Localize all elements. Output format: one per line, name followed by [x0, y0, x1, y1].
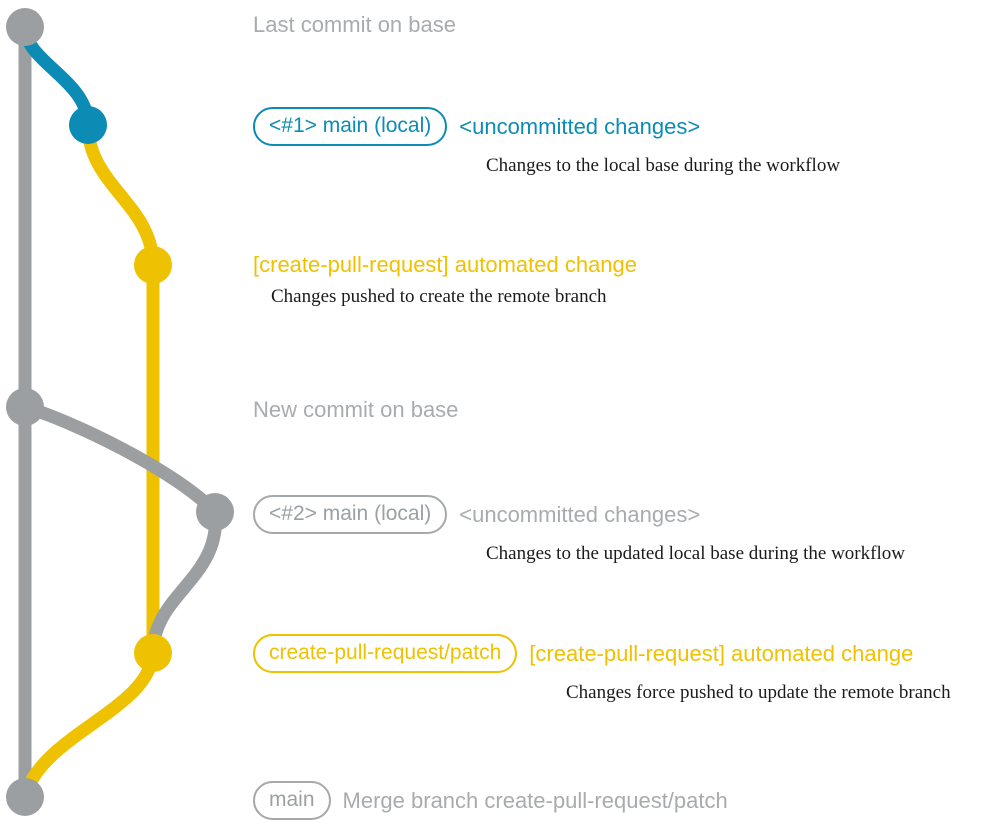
commit-node-base-new[interactable]	[6, 388, 44, 426]
commit-node-patch-2[interactable]	[134, 634, 172, 672]
commit-message-merge-commit: Merge branch create-pull-request/patch	[342, 787, 728, 813]
commit-description-local-main-1: Changes to the local base during the wor…	[486, 155, 841, 176]
annotation-new-commit-on-base: New commit on base	[253, 398, 458, 422]
branch-badge-local-main-1[interactable]: <#1> main (local)	[253, 107, 448, 146]
branch-badge-local-main-2[interactable]: <#2> main (local)	[253, 495, 448, 534]
commit-node-local-2[interactable]	[196, 493, 234, 531]
annotation-last-commit-on-base: Last commit on base	[253, 13, 456, 37]
annotation-automated-change-2: create-pull-request/patch [create-pull-r…	[253, 634, 951, 703]
commit-node-merge[interactable]	[6, 778, 44, 816]
branch-badge-main[interactable]: main	[253, 781, 331, 820]
branch-badge-create-pull-request-patch[interactable]: create-pull-request/patch	[253, 634, 518, 673]
local-branch-line-2	[18, 400, 222, 519]
annotation-local-main-1: <#1> main (local) <uncommitted changes> …	[253, 107, 840, 176]
annotation-local-main-2: <#2> main (local) <uncommitted changes> …	[253, 495, 905, 564]
commit-node-base-top[interactable]	[6, 8, 44, 46]
commit-message-local-main-1: <uncommitted changes>	[459, 113, 701, 139]
commit-node-local-1[interactable]	[69, 106, 107, 144]
commit-node-patch-1[interactable]	[134, 246, 172, 284]
patch-branch-line-1	[81, 118, 160, 272]
commit-message-new-commit-on-base: New commit on base	[253, 397, 459, 422]
commit-message-local-main-2: <uncommitted changes>	[459, 501, 701, 527]
commit-message-last-commit-on-base: Last commit on base	[253, 12, 456, 37]
commit-description-local-main-2: Changes to the updated local base during…	[486, 543, 905, 564]
commit-description-automated-change-2: Changes force pushed to update the remot…	[566, 682, 951, 703]
merge-branch-line	[18, 646, 160, 804]
commit-description-automated-change-1: Changes pushed to create the remote bran…	[271, 286, 607, 307]
patch-merge-line-2	[146, 505, 222, 660]
annotation-merge-commit: main Merge branch create-pull-request/pa…	[253, 781, 728, 820]
commit-message-automated-change-1: [create-pull-request] automated change	[253, 252, 638, 277]
commit-message-automated-change-2: [create-pull-request] automated change	[529, 640, 914, 666]
annotation-automated-change-1: [create-pull-request] automated change C…	[253, 252, 638, 308]
